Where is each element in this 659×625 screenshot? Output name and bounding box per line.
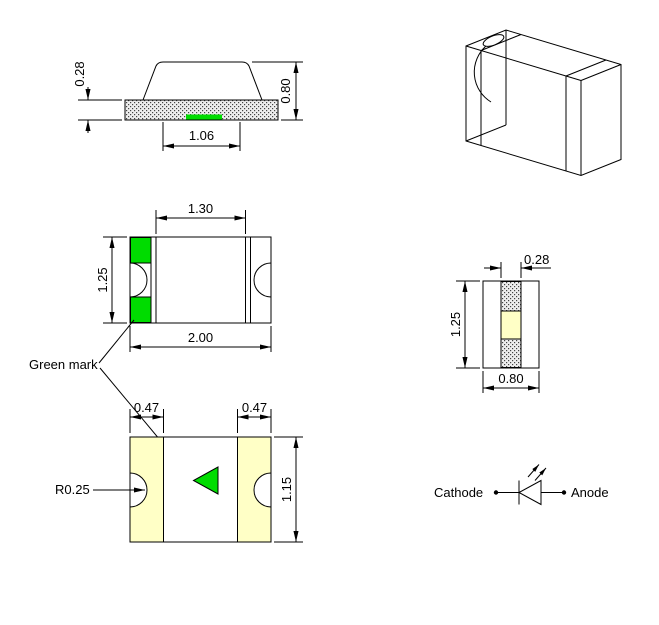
polarity-triangle-icon: [192, 466, 219, 495]
dim-terminal-width-label: 0.28: [524, 252, 549, 267]
cathode-label: Cathode: [434, 485, 483, 500]
green-mark-label: Green mark: [29, 357, 98, 372]
isometric-view: [465, 29, 622, 177]
green-mark-top: [130, 237, 152, 264]
notch-right-icon: [253, 472, 272, 508]
bottom-view: 0.47 0.47 R0.25 1.15: [55, 400, 303, 543]
dim-end-thickness-label: 0.80: [498, 371, 523, 386]
package-outline: [465, 29, 622, 177]
side-view: 0.28 0.80 1.06: [72, 61, 303, 151]
terminal-bottom: [500, 338, 522, 368]
green-mark-bottom: [130, 296, 152, 323]
notch-right-icon: [253, 262, 272, 298]
dim-inner-width: 1.30: [155, 201, 246, 234]
dim-end-depth-label: 1.25: [448, 312, 463, 337]
polarity-diagram: Cathode Anode: [434, 464, 609, 506]
dim-body-depth-label: 1.25: [95, 267, 110, 292]
dim-body-width: 2.00: [129, 326, 272, 352]
dim-notch-radius: R0.25: [55, 482, 146, 497]
dim-total-height: 0.80: [252, 61, 303, 121]
dim-terminal-width: 0.28: [484, 252, 551, 278]
dim-body-depth: 1.25: [95, 236, 127, 324]
anode-label: Anode: [571, 485, 609, 500]
dim-lens-base-width-label: 1.06: [189, 128, 214, 143]
dim-pad-right-width: 0.47: [237, 400, 272, 433]
terminal-middle-yellow: [500, 310, 522, 340]
top-view-body: [129, 236, 272, 324]
dim-end-depth: 1.25: [448, 280, 480, 369]
substrate-bar: [124, 99, 279, 121]
dim-pad-height: 1.15: [274, 436, 303, 543]
light-emission-arrows-icon: [527, 464, 547, 481]
dim-body-width-label: 2.00: [188, 330, 213, 345]
lens-profile: [142, 61, 263, 101]
castellation-groove: [473, 45, 492, 103]
dim-notch-radius-label: R0.25: [55, 482, 90, 497]
dim-pad-left-width: 0.47: [129, 400, 164, 433]
end-view: 0.28 1.25 0.80: [448, 252, 551, 393]
side-green-mark: [186, 114, 222, 120]
notch-left-icon: [129, 262, 148, 298]
dim-total-height-label: 0.80: [278, 78, 293, 103]
dim-substrate-thickness-label: 0.28: [72, 61, 87, 86]
castellation-opening: [482, 34, 505, 47]
dim-lens-base-width: 1.06: [162, 122, 241, 151]
dim-pad-height-label: 1.15: [279, 477, 294, 502]
led-symbol-icon: [517, 464, 547, 506]
top-view: 1.30 1.25 2.00 Green mark: [29, 201, 272, 480]
dim-end-thickness: 0.80: [482, 371, 540, 393]
terminal-top: [500, 281, 522, 312]
anode-node: [561, 490, 567, 495]
dim-pad-left-width-label: 0.47: [134, 400, 159, 415]
dim-substrate-thickness: 0.28: [72, 61, 122, 133]
dim-inner-width-label: 1.30: [188, 201, 213, 216]
dim-pad-right-width-label: 0.47: [242, 400, 267, 415]
